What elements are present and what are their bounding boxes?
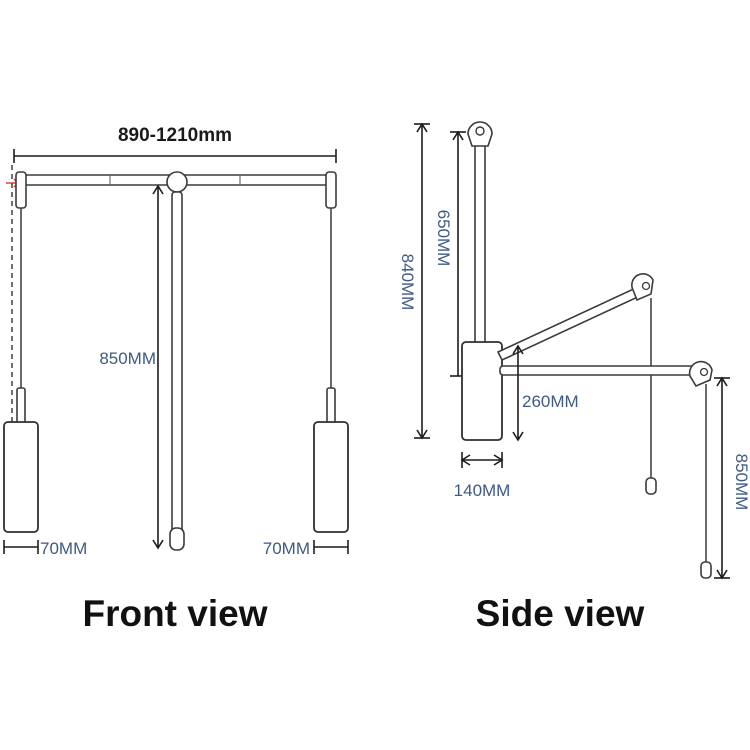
box-depth-dimension: 140MM: [454, 452, 511, 500]
width-label: 890-1210mm: [118, 125, 232, 146]
diagonal-arm: [496, 273, 657, 495]
center-handle-rod: [169, 191, 185, 551]
total-height-label: 840MM: [398, 254, 417, 311]
side-view: 840MM 650MM: [398, 121, 750, 634]
box-height-dimension: 260MM: [512, 344, 579, 442]
total-height-dimension: 840MM: [398, 122, 430, 440]
side-box: [461, 341, 503, 441]
right-counterweight-box: [313, 421, 349, 533]
width-dimension: 890-1210mm: [13, 125, 337, 163]
front-view-caption: Front view: [82, 593, 267, 634]
left-box-label: 70MM: [40, 539, 87, 558]
right-box-width-dimension: 70MM: [263, 539, 349, 558]
top-rail: [15, 171, 337, 209]
box-height-label: 260MM: [522, 392, 579, 411]
arm-length-label: 650MM: [434, 210, 453, 267]
left-counterweight-box: [3, 421, 39, 533]
height-label: 850MM: [99, 349, 156, 368]
front-view: 890-1210mm 70MM: [3, 125, 349, 634]
side-view-caption: Side view: [476, 593, 645, 634]
right-rod: [326, 208, 336, 425]
height-dimension: 850MM: [99, 184, 164, 550]
drop-label: 850MM: [732, 454, 750, 511]
horizontal-arm: [499, 360, 713, 579]
left-box-width-dimension: 70MM: [3, 539, 87, 558]
box-depth-label: 140MM: [454, 481, 511, 500]
right-box-label: 70MM: [263, 539, 310, 558]
arm-length-dimension: 650MM: [434, 130, 466, 377]
drop-dimension: 850MM: [714, 376, 750, 580]
left-rod: [16, 208, 26, 425]
upright-arm: [467, 121, 493, 347]
